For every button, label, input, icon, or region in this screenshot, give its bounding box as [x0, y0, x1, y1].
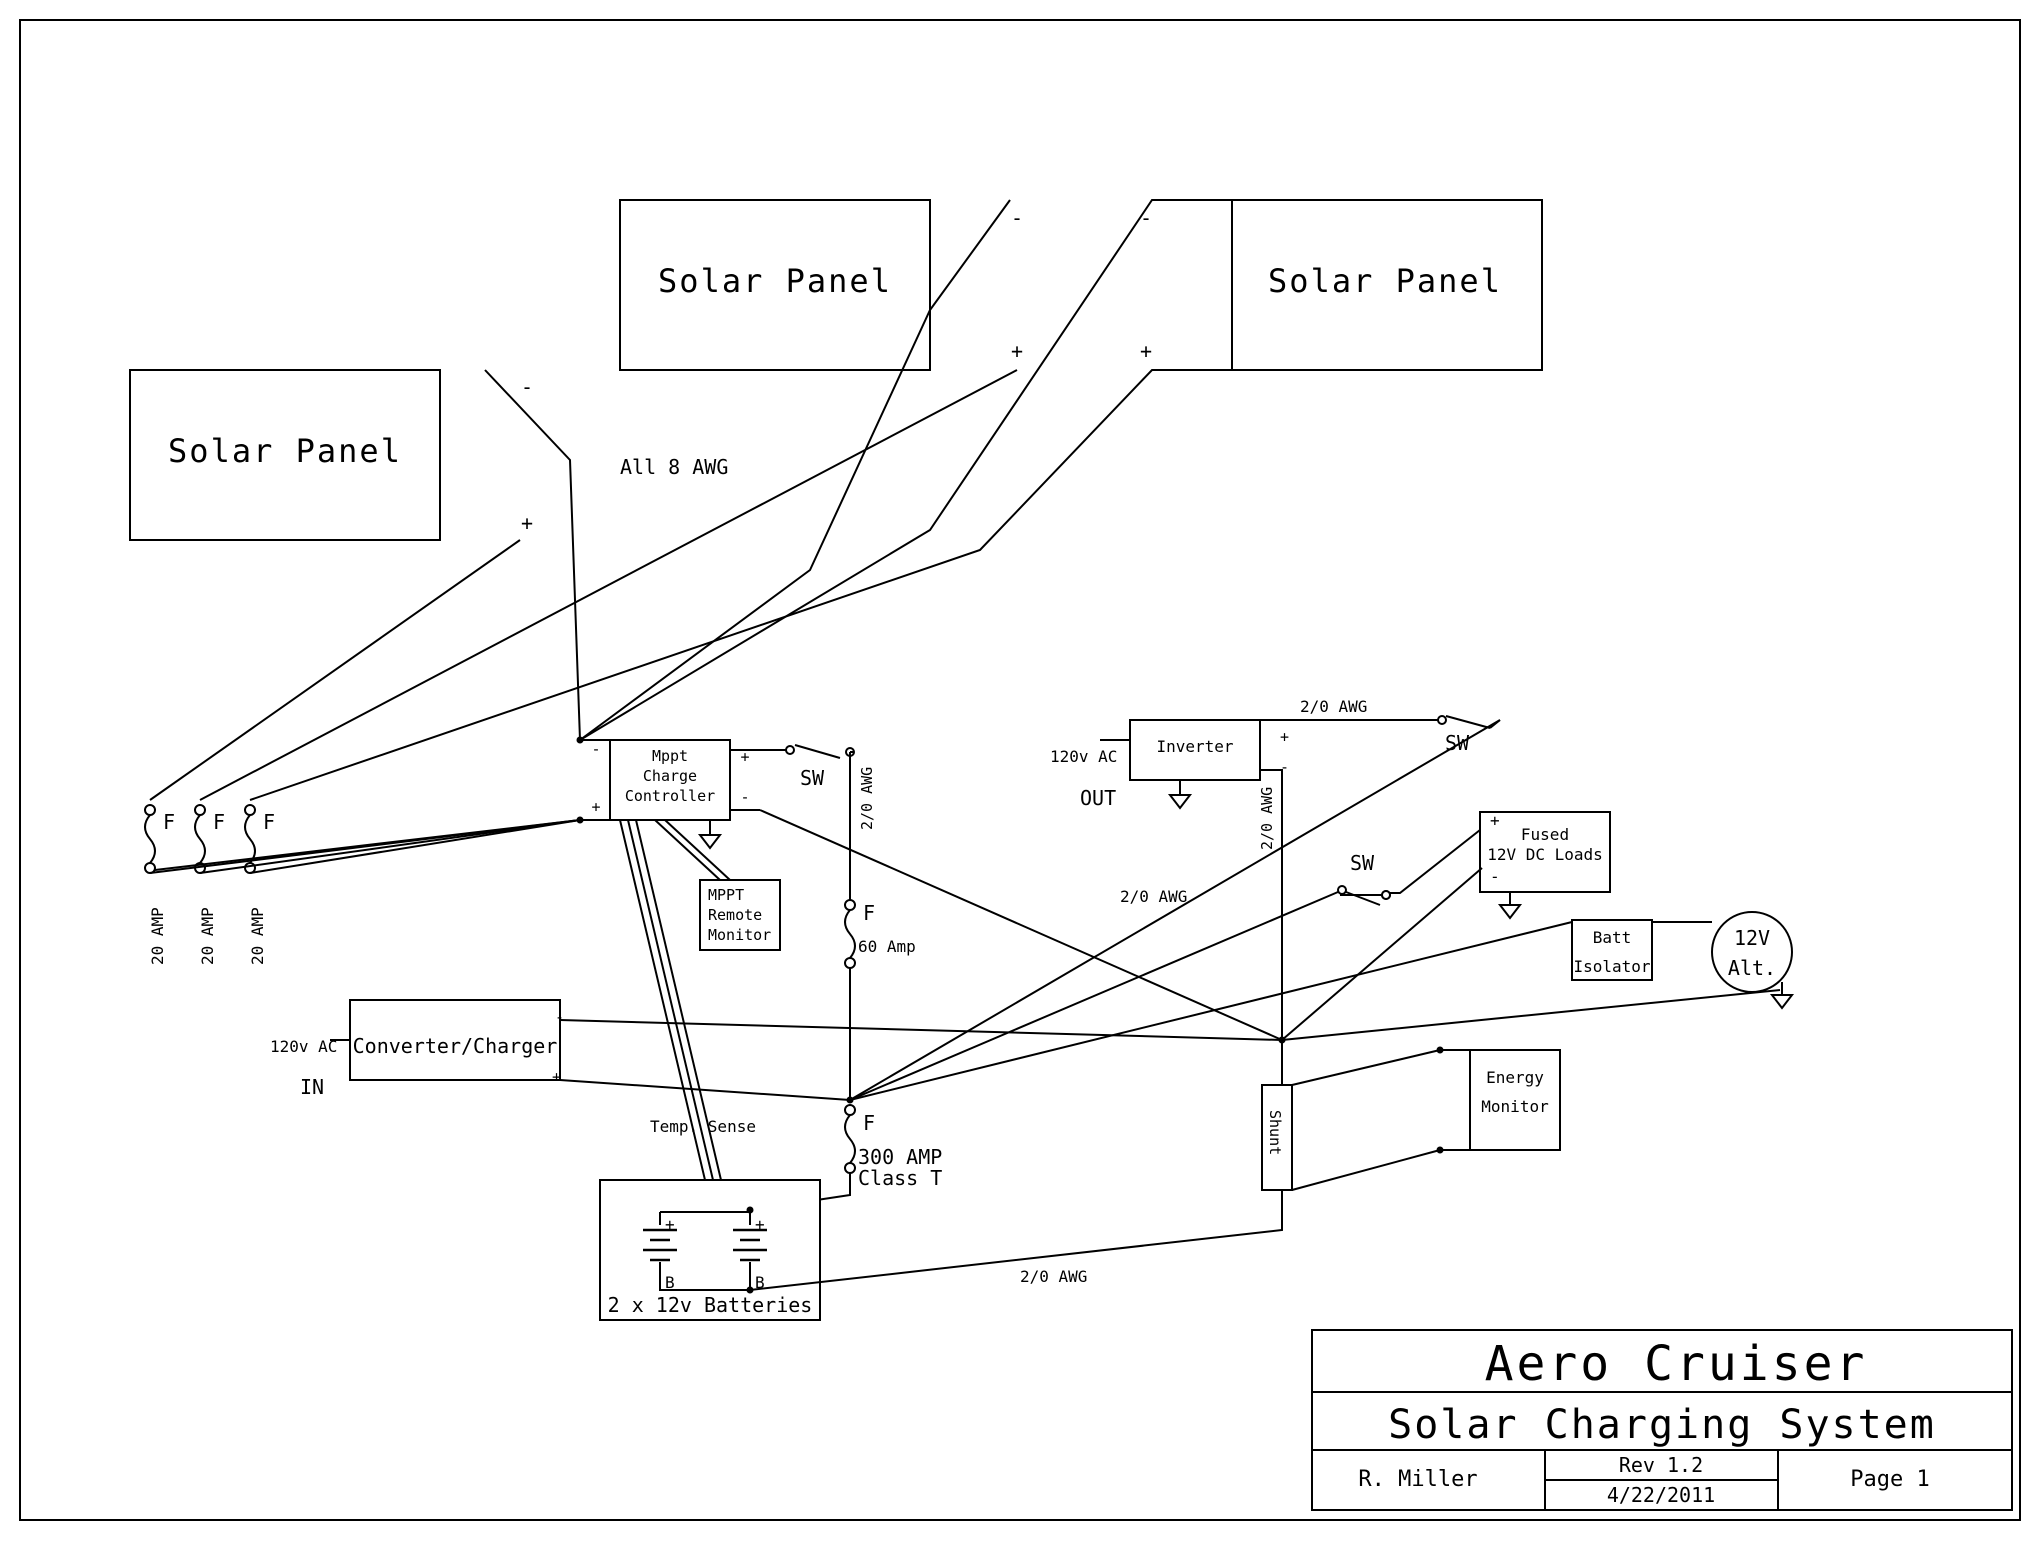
wire-gauge-label: 2/0 AWG [1120, 887, 1187, 906]
converter-plus: + [552, 1068, 561, 1086]
mppt-remote-monitor: MPPT Remote Monitor [654, 819, 781, 951]
converter-label: Converter/Charger [353, 1034, 558, 1058]
converter-ac-label: 120v AC [270, 1037, 337, 1056]
converter-minus: - [555, 1008, 564, 1026]
battery-b: B [665, 1273, 675, 1292]
temp-sense-label: Temp. Sense [650, 1117, 756, 1136]
drawing-revision: Rev 1.2 [1619, 1453, 1703, 1477]
wire-gauge-label: 2/0 AWG [1020, 1267, 1087, 1286]
loads-minus: - [1490, 867, 1500, 886]
fuse-label: F [213, 810, 225, 834]
battery-plus: + [665, 1215, 675, 1234]
energy-monitor-line-1: Energy [1486, 1068, 1544, 1087]
drawing-author: R. Miller [1358, 1467, 1477, 1492]
alternator-line-2: Alt. [1728, 956, 1776, 980]
fused-dc-loads: Fused 12V DC Loads + - SW [849, 811, 1611, 1101]
out-plus-label: + [740, 748, 749, 766]
fuse-300-class: Class T [858, 1166, 942, 1190]
drawing-title: Aero Cruiser [1485, 1336, 1868, 1392]
controller-line-2: Charge [643, 767, 697, 785]
plus-terminal-label: + [521, 511, 533, 535]
controller-line-3: Controller [625, 787, 715, 805]
fuse-1: F 20 AMP [144, 804, 175, 965]
inverter: Inverter 120v AC OUT + - 2/0 AWG SW 2/0 … [849, 697, 1501, 1101]
controller-line-1: Mppt [652, 747, 688, 765]
battery-plus: + [755, 1215, 765, 1234]
converter-charger: Converter/Charger 120v AC IN - + [270, 999, 1283, 1101]
loads-line-2: 12V DC Loads [1487, 845, 1603, 864]
remote-line-2: Remote [708, 906, 762, 924]
battery-bank: + B + B 2 x 12v Batteries [599, 1179, 821, 1321]
controller-negative-wire [759, 809, 1283, 1041]
fuse-rating: 20 AMP [148, 907, 167, 965]
loads-plus: + [1490, 811, 1500, 830]
inverter-out-label: OUT [1080, 786, 1116, 810]
solar-panel-right: Solar Panel - + [1140, 199, 1543, 371]
wire-gauge-label: 2/0 AWG [1258, 787, 1276, 850]
solar-panel-left: Solar Panel - + [129, 369, 533, 541]
solar-panel-middle: Solar Panel - + [619, 199, 1023, 371]
minus-terminal-label: - [521, 375, 533, 399]
controller-output: SW 2/0 AWG F 60 Amp [730, 744, 916, 1104]
minus-terminal-label: - [1011, 206, 1023, 230]
switch-label: SW [1350, 851, 1375, 875]
fuse-label: F [863, 901, 875, 925]
panel-label: Solar Panel [658, 262, 892, 300]
fuse-label: F [163, 810, 175, 834]
wiring-note: All 8 AWG [620, 455, 728, 479]
wire-gauge-label: 2/0 AWG [1300, 697, 1367, 716]
fuse-label: F [263, 810, 275, 834]
plus-label: + [591, 798, 600, 816]
wire-gauge-label: 2/0 AWG [858, 767, 876, 830]
plus-terminal-label: + [1140, 339, 1152, 363]
energy-monitor-line-2: Monitor [1481, 1097, 1549, 1116]
fuse-2: F 20 AMP [194, 804, 225, 965]
converter-in-label: IN [300, 1075, 324, 1099]
sheet-border [19, 19, 2021, 1521]
battery-bank-label: 2 x 12v Batteries [608, 1293, 813, 1317]
switch-label: SW [1445, 731, 1470, 755]
loads-line-1: Fused [1521, 825, 1569, 844]
fuse-300-rating: 300 AMP [858, 1145, 942, 1169]
fuse-label: F [863, 1111, 875, 1135]
energy-monitor: Energy Monitor [1436, 1046, 1561, 1154]
minus-label: - [591, 740, 600, 758]
plus-terminal-label: + [1011, 339, 1023, 363]
fuse-3: F 20 AMP [244, 804, 275, 965]
isolator-line-1: Batt [1593, 928, 1632, 947]
mppt-charge-controller: Mppt Charge Controller - + + - [580, 739, 750, 850]
alternator-line-1: 12V [1734, 926, 1770, 950]
drawing-subtitle: Solar Charging System [1388, 1402, 1936, 1448]
fuse-60-rating: 60 Amp [858, 937, 916, 956]
shunt: Shunt [1261, 1049, 1441, 1191]
battery-isolator: Batt Isolator [849, 919, 1712, 1101]
battery-b: B [755, 1273, 765, 1292]
drawing-page: Page 1 [1850, 1467, 1929, 1492]
fuse-rating: 20 AMP [198, 907, 217, 965]
inverter-ac-label: 120v AC [1050, 747, 1117, 766]
drawing-date: 4/22/2011 [1607, 1483, 1715, 1507]
temp-sense-cable: Temp. Sense [619, 819, 756, 1181]
main-fuse-300: F 300 AMP Class T [749, 1104, 942, 1211]
panel-label: Solar Panel [1268, 262, 1502, 300]
out-minus-label: - [740, 788, 749, 806]
inverter-plus: + [1280, 728, 1289, 746]
fuse-rating: 20 AMP [248, 907, 267, 965]
switch-label: SW [800, 766, 825, 790]
inverter-label: Inverter [1156, 737, 1233, 756]
panel-label: Solar Panel [168, 432, 402, 470]
isolator-line-2: Isolator [1573, 957, 1650, 976]
alternator-12v: 12V Alt. [1281, 911, 1795, 1041]
panel-wiring: F 20 AMP F 20 AMP F 20 AMP [144, 199, 1232, 965]
shunt-label: Shunt [1266, 1110, 1284, 1155]
remote-line-3: Monitor [708, 926, 771, 944]
battery-negative-wire [749, 1190, 1283, 1291]
inverter-minus: - [1280, 758, 1289, 776]
remote-line-1: MPPT [708, 886, 744, 904]
title-block: Aero Cruiser Solar Charging System R. Mi… [1311, 1329, 2013, 1511]
